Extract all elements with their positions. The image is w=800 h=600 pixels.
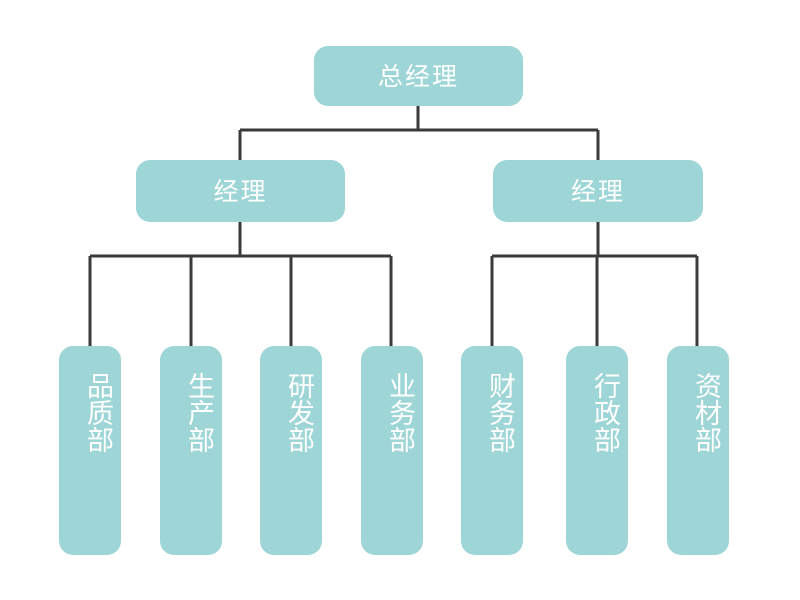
- node-dept-finance[interactable]: 财务部: [461, 346, 523, 555]
- node-dept-quality[interactable]: 品质部: [59, 346, 121, 555]
- node-manager-left[interactable]: 经理: [136, 160, 345, 222]
- node-label: 业务部: [384, 372, 415, 453]
- node-label: 品质部: [82, 372, 113, 453]
- node-label: 研发部: [283, 372, 314, 453]
- node-label: 生产部: [183, 372, 214, 453]
- node-dept-admin[interactable]: 行政部: [566, 346, 628, 555]
- node-dept-rd[interactable]: 研发部: [260, 346, 322, 555]
- node-label: 行政部: [589, 372, 620, 453]
- node-general-manager[interactable]: 总经理: [314, 46, 523, 106]
- node-manager-right[interactable]: 经理: [493, 160, 703, 222]
- node-label: 经理: [570, 176, 625, 206]
- node-label: 资材部: [690, 372, 721, 453]
- node-dept-materials[interactable]: 资材部: [667, 346, 729, 555]
- node-label: 总经理: [377, 61, 459, 91]
- node-label: 经理: [213, 176, 268, 206]
- node-dept-production[interactable]: 生产部: [160, 346, 222, 555]
- node-label: 财务部: [484, 372, 515, 453]
- node-dept-business[interactable]: 业务部: [361, 346, 423, 555]
